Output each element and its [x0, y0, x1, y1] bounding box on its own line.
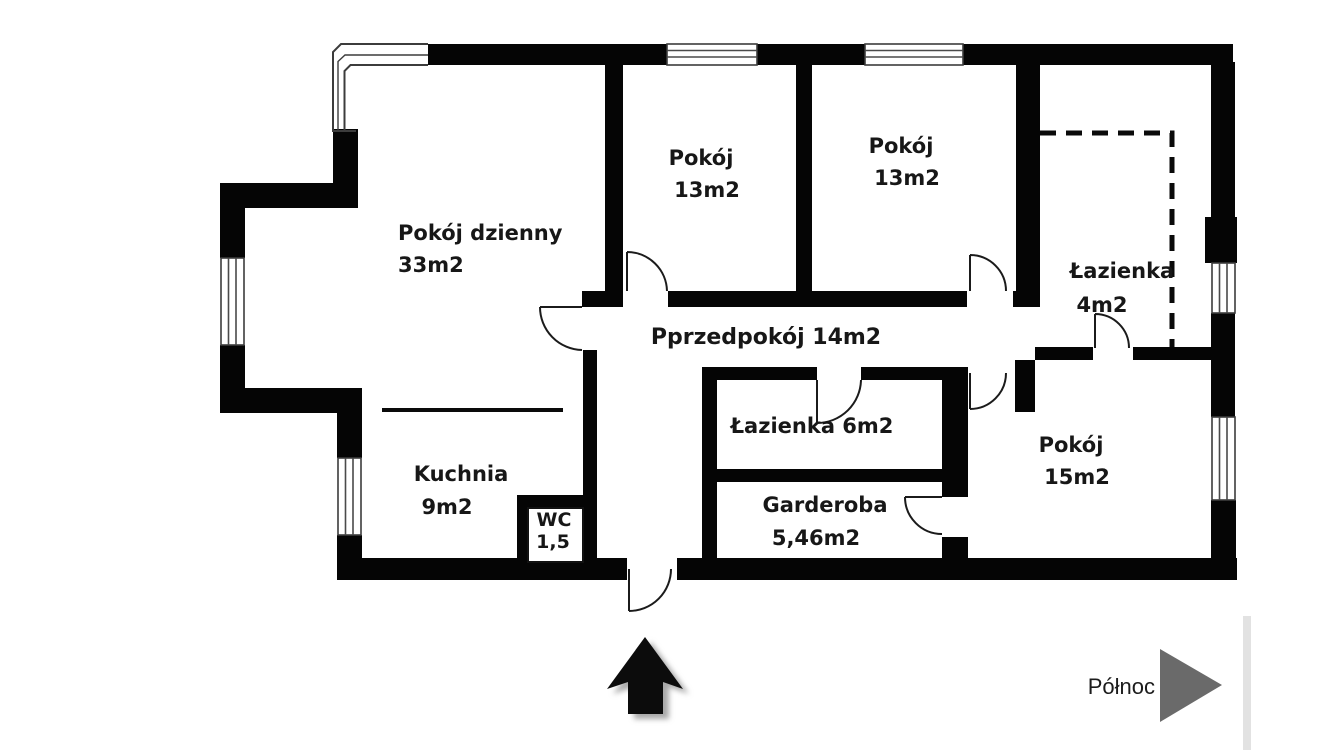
room-label-wc: WC: [537, 509, 572, 531]
room-area-bathroom-small: 4m2: [1076, 293, 1127, 317]
window-glazing: [227, 258, 237, 345]
window: [864, 43, 964, 66]
wall: [861, 367, 968, 380]
room-label-room3: Pokój: [1039, 433, 1104, 457]
wc-box: [527, 507, 584, 563]
windows: [220, 43, 1236, 536]
wall: [1016, 62, 1040, 307]
wall: [220, 345, 245, 392]
wall: [942, 367, 968, 497]
wall: [220, 200, 245, 258]
room-label-living: Pokój dzienny: [398, 221, 563, 245]
door-room3: [969, 372, 1007, 410]
wall: [337, 411, 362, 458]
door-bathroom: [816, 379, 862, 424]
room-area-living: 33m2: [398, 253, 464, 277]
room-area-wc: 1,5: [536, 531, 570, 553]
corner-window: [332, 43, 428, 132]
wall: [796, 62, 812, 293]
room-label-room2: Pokój: [869, 134, 934, 158]
corner-window-glazing: [337, 54, 428, 132]
wall: [220, 388, 362, 413]
window-glazing: [1218, 417, 1228, 500]
wall: [337, 535, 362, 565]
room-label-room1: Pokój: [669, 146, 734, 170]
room-area-kitchen: 9m2: [421, 495, 472, 519]
window: [220, 257, 245, 346]
room-area-room2: 13m2: [874, 166, 940, 190]
window-glazing: [344, 458, 354, 535]
wall: [582, 291, 623, 307]
door-room1: [626, 251, 668, 292]
doors: [539, 251, 1130, 612]
wall: [1133, 347, 1211, 360]
room-label-bathroom: Łazienka 6m2: [730, 414, 894, 438]
wall: [963, 44, 1233, 65]
window: [1211, 262, 1236, 314]
wall: [428, 44, 667, 65]
window-glazing: [667, 49, 757, 58]
wall: [702, 367, 817, 380]
north-triangle-icon: [1160, 649, 1222, 722]
wall: [517, 495, 528, 563]
wall: [583, 350, 597, 563]
window-glazing: [865, 49, 963, 58]
entrance-indicator: [607, 637, 689, 719]
wall: [1211, 62, 1235, 217]
door-wardrobe: [904, 496, 943, 535]
dashed-partition: [1040, 130, 1175, 347]
wall: [757, 44, 865, 65]
room-area-room1: 13m2: [674, 178, 740, 202]
wall: [942, 537, 968, 580]
wall: [1205, 217, 1237, 263]
room-area-room3: 15m2: [1044, 465, 1110, 489]
image-edge-artifact: [1243, 616, 1251, 750]
corner-window: [333, 64, 428, 132]
wall: [1035, 347, 1093, 360]
room-label-hallway: Pprzedpokój 14m2: [651, 325, 881, 350]
wall: [702, 469, 968, 482]
exterior-walls: [220, 44, 1237, 580]
window: [337, 457, 362, 536]
room-area-wardrobe: 5,46m2: [772, 526, 860, 550]
door-entrance: [628, 568, 672, 612]
room-labels: Pokój dzienny 33m2 Pokój 13m2 Pokój 13m2…: [398, 134, 1174, 553]
door-room2: [969, 254, 1007, 292]
room-label-kitchen: Kuchnia: [414, 462, 509, 486]
wall: [1013, 291, 1040, 307]
door-living: [539, 306, 583, 351]
room-label-wardrobe: Garderoba: [762, 493, 887, 517]
wall: [517, 495, 597, 508]
wall: [333, 129, 358, 189]
window: [666, 43, 758, 66]
north-label: Północ: [1088, 674, 1155, 699]
entrance-arrow-icon: [607, 637, 683, 714]
door-bathroom-small: [1094, 313, 1130, 349]
wall: [1211, 313, 1235, 417]
wall: [337, 558, 627, 580]
room-label-bathroom-small: Łazienka: [1069, 259, 1174, 283]
wall: [1015, 360, 1035, 412]
interior-walls: [517, 62, 1211, 580]
wall: [605, 62, 623, 307]
wall: [668, 291, 967, 307]
window: [1211, 416, 1236, 501]
window-glazing: [1218, 263, 1228, 313]
north-indicator: Północ: [1088, 649, 1222, 722]
